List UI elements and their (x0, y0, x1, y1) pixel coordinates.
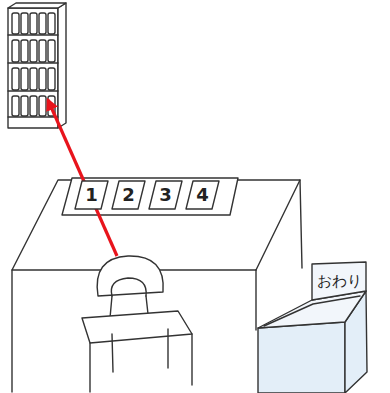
chair (82, 256, 192, 392)
card-number: 1 (85, 185, 98, 205)
card-number: 3 (159, 185, 172, 205)
number-card: 1 (74, 180, 109, 210)
number-card: 2 (111, 180, 146, 210)
card-number: 2 (122, 185, 135, 205)
bookshelf (8, 3, 66, 128)
card-number: 4 (196, 185, 209, 205)
node-shape (186, 181, 219, 209)
node-shape (75, 181, 108, 209)
number-card: 4 (185, 180, 220, 210)
node-shape (149, 181, 182, 209)
finished-box (258, 291, 367, 393)
box-label: おわり (317, 273, 362, 290)
number-card: 3 (148, 180, 183, 210)
red-arrow (48, 100, 117, 256)
node-shape (312, 262, 366, 300)
card-tray (62, 178, 238, 215)
finished-box-label: おわり (312, 262, 366, 300)
node-shape (112, 181, 145, 209)
